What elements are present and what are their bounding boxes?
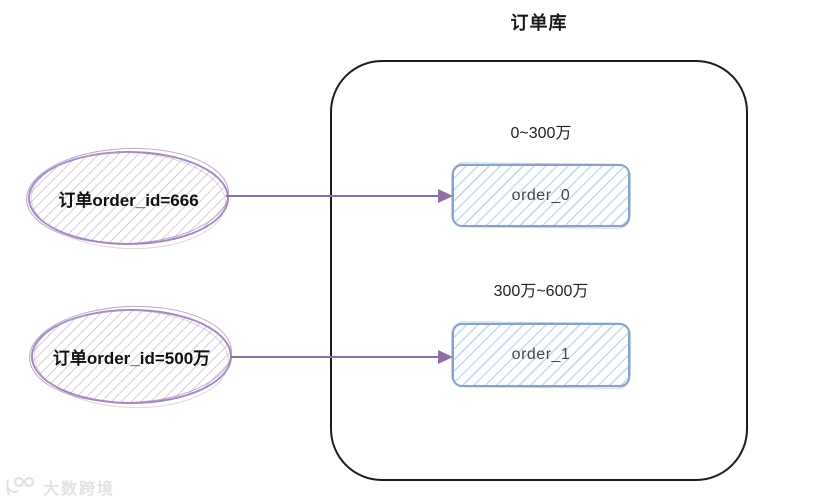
order-database-container xyxy=(330,60,748,481)
shard-1-table-box: order_1 xyxy=(452,323,630,387)
query-0-label: 订单order_id=666 xyxy=(58,190,199,210)
query-1-ellipse: 订单order_id=500万 xyxy=(31,309,232,404)
arrow-query0-to-shard0 xyxy=(226,195,440,197)
arrowhead-icon xyxy=(438,350,453,364)
shard-1-range-label: 300万~600万 xyxy=(493,283,589,300)
shard-0-table-label: order_0 xyxy=(511,186,571,204)
shard-1-table-label: order_1 xyxy=(511,346,571,363)
shard-0-table-box: order_0 xyxy=(452,164,630,227)
watermark-text: 大数跨境 xyxy=(43,481,116,498)
arrow-query1-to-shard1 xyxy=(230,356,440,358)
diagram-title: 订单库 xyxy=(510,13,568,33)
query-1-label: 订单order_id=500万 xyxy=(52,349,211,368)
watermark: 大数跨境 xyxy=(5,475,115,499)
shard-0-range-label: 0~300万 xyxy=(510,125,572,142)
query-0-ellipse: 订单order_id=666 xyxy=(28,151,229,245)
arrowhead-icon xyxy=(438,189,453,203)
dashu-logo-icon xyxy=(5,476,39,498)
